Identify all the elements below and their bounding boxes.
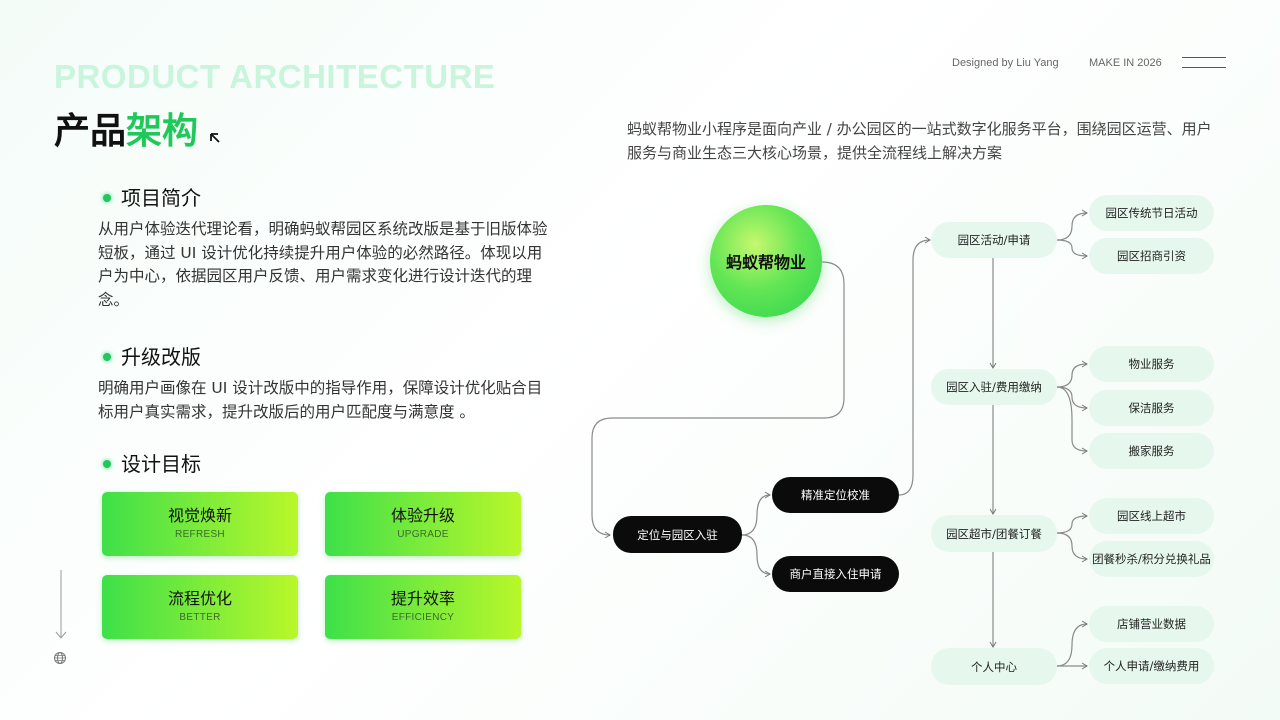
platform-description: 蚂蚁帮物业小程序是面向产业 / 办公园区的一站式数字化服务平台，围绕园区运营、用… [627, 120, 1212, 162]
menu-lines-icon [1182, 57, 1226, 69]
section-goals-title: 设计目标 [103, 448, 201, 477]
step-node-personal: 个人中心 [931, 648, 1057, 685]
goal-card-efficiency: 提升效率 EFFICIENCY [325, 575, 521, 639]
step-node-settle: 园区入驻/费用缴纳 [931, 369, 1057, 405]
step-node-activity: 园区活动/申请 [931, 222, 1057, 258]
goal-label: 提升效率 [390, 589, 455, 608]
step-node-market: 园区超市/团餐订餐 [931, 515, 1057, 552]
bullet-dot [103, 459, 111, 468]
goal-sublabel: UPGRADE [397, 529, 449, 540]
goal-sublabel: EFFICIENCY [391, 612, 455, 623]
goal-card-better: 流程优化 BETTER [102, 575, 298, 639]
child-node: 店铺营业数据 [1089, 606, 1214, 642]
goal-card-upgrade: 体验升级 UPGRADE [325, 492, 521, 556]
child-node: 个人申请/缴纳费用 [1089, 648, 1214, 684]
page-title: 产品架构 [54, 102, 198, 154]
cursor-arrow-icon [210, 133, 220, 143]
section-upgrade-text: 明确用户画像在 UI 设计改版中的指导作用，保障设计优化贴合目标用户真实需求，提… [98, 379, 543, 421]
section-intro-title: 项目简介 [103, 182, 201, 211]
make-year: MAKE IN 2026 [1089, 57, 1162, 69]
globe-icon [54, 652, 66, 664]
designer-credit: Designed by Liu Yang [952, 57, 1059, 69]
child-node: 保洁服务 [1089, 390, 1214, 426]
goal-label: 视觉焕新 [167, 506, 232, 525]
goal-sublabel: REFRESH [175, 529, 225, 540]
child-node: 物业服务 [1089, 346, 1214, 382]
bullet-dot [103, 193, 111, 202]
goal-label: 流程优化 [167, 589, 232, 608]
entry-node: 定位与园区入驻 [613, 516, 742, 553]
child-node: 园区招商引资 [1089, 238, 1214, 274]
goal-label: 体验升级 [390, 506, 455, 525]
goal-card-refresh: 视觉焕新 REFRESH [102, 492, 298, 556]
bullet-dot [103, 352, 111, 361]
branch-node-merchant: 商户直接入住申请 [772, 556, 899, 592]
page-title-part1: 产品 [54, 111, 127, 152]
section-upgrade-title: 升级改版 [103, 341, 201, 370]
child-node: 搬家服务 [1089, 433, 1214, 469]
child-node: 园区线上超市 [1089, 498, 1214, 534]
child-node: 团餐秒杀/积分兑换礼品 [1089, 541, 1214, 577]
branch-node-locate: 精准定位校准 [772, 477, 899, 513]
section-intro-text: 从用户体验迭代理论看，明确蚂蚁帮园区系统改版是基于旧版体验短板，通过 UI 设计… [98, 220, 548, 309]
title-english: PRODUCT ARCHITECTURE [54, 58, 496, 95]
down-arrow-icon [55, 570, 67, 639]
child-node: 园区传统节日活动 [1089, 195, 1214, 231]
goal-sublabel: BETTER [179, 612, 221, 623]
root-node: 蚂蚁帮物业 [710, 205, 822, 317]
page-title-part2: 架构 [126, 111, 199, 152]
